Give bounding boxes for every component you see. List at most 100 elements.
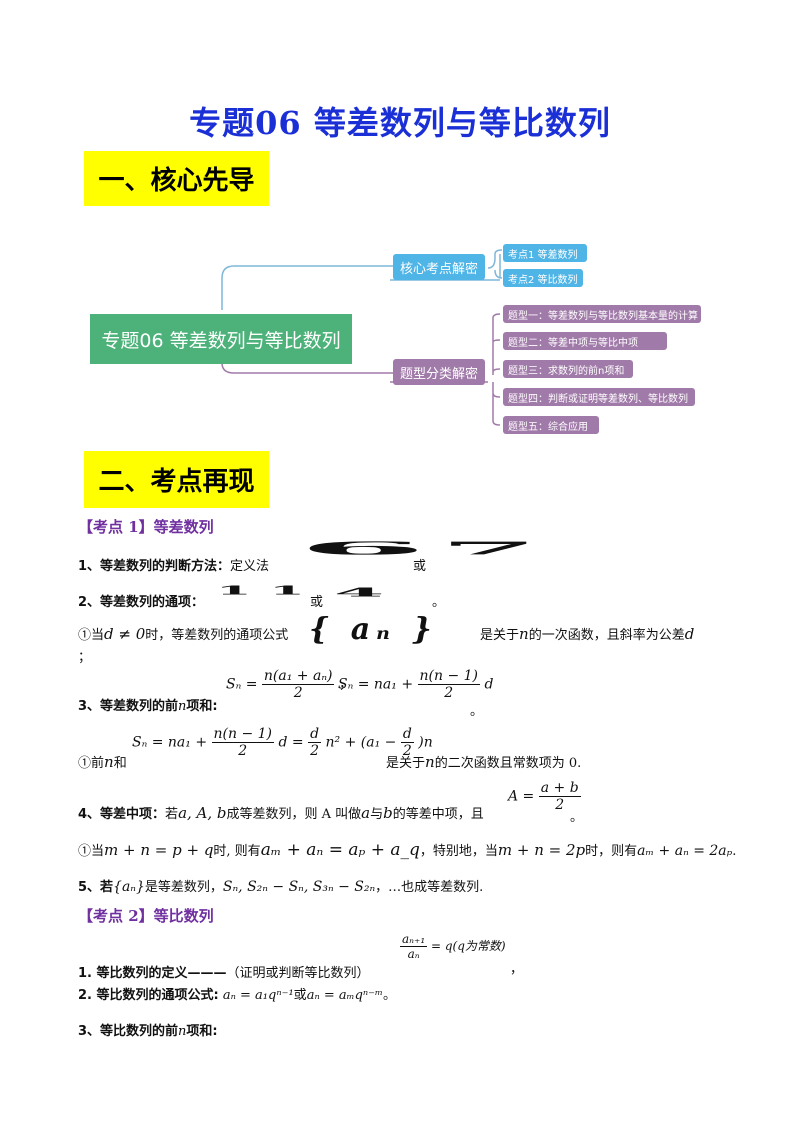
mindmap-leaf-label: 题型一：等差数列与等比数列基本量的计算 [508,310,698,322]
mindmap-branch-types: 题型分类解密 [393,359,485,385]
formula-glyph: 4 [334,585,385,600]
formula-glyph: 6 [298,538,427,559]
text: 时，等差数列的通项公式 [145,628,289,643]
mindmap-leaf: 题型二：等差中项与等比中项 [503,332,667,350]
mindmap-leaf-label: 题型三：求数列的前n项和 [508,365,625,377]
math: d [484,676,494,693]
kp1-item3: 3、等差数列的前n项和: [78,695,218,714]
item-label: 4、等差中项： [78,807,166,822]
text: 的等差中项，且 [392,807,484,822]
mindmap-branch-label: 核心考点解密 [399,261,478,277]
math: n [104,753,114,771]
math: n [425,753,435,771]
kp1-item4: 4、等差中项：若a, A, b成等差数列，则 A 叫做a与b的等差中项，且 [78,803,484,822]
denominator: 2 [238,743,248,759]
text: 若 [165,807,179,822]
item-label: 2. 等比数列的通项公式: [78,988,219,1003]
text: 时, 则有 [213,844,261,859]
section-banner-label: 二、考点再现 [98,467,255,497]
formula-sum2: Sₙ = na₁ + n(n − 1)2 d [338,668,493,701]
text: 是关于 [480,628,520,643]
formula-sum1: Sₙ = n(a₁ + aₙ)2 ， [226,668,353,701]
kp2-item1: 1. 等比数列的定义———（证明或判断等比数列） [78,962,370,981]
kp1-item1: 1、等差数列的判断方法：定义法 [78,555,269,574]
section-banner-review: 二、考点再现 [84,451,269,508]
numerator: aₙ₊₁ [400,932,428,947]
text: 的一次函数，且斜率为公差 [528,628,685,643]
item-label: 2、等差数列的通项： [78,595,205,610]
denominator: 2 [444,685,454,701]
math: = q(q为常数) [431,939,506,953]
numerator: d [400,726,414,743]
kp2-item2: 2. 等比数列的通项公式: aₙ = a₁qⁿ⁻¹或aₙ = aₘqⁿ⁻ᵐ。 [78,984,396,1003]
end-mark: 。 [570,810,584,825]
mindmap-leaf: 题型五：综合应用 [503,416,599,434]
kp1-item5: 5、若{aₙ}是等差数列，Sₙ, S₂ₙ − Sₙ, S₃ₙ − S₂ₙ，…也成… [78,876,483,895]
mindmap-root-label: 专题06 等差数列与等比数列 [101,329,341,352]
math: A = [508,788,535,805]
formula-glyph: 7 [440,538,538,559]
mindmap-leaf-label: 考点1 等差数列 [508,249,578,261]
kp2-heading: 【考点 2】等比数列 [78,907,214,925]
math: m + n = p + q [104,841,214,859]
item-text: 定义法 [230,559,270,574]
math: Sₙ = na₁ + [132,734,208,751]
numerator: d [308,726,322,743]
math: a, A, b [178,804,227,822]
math: aₙ = a₁qⁿ⁻¹ [222,988,294,1003]
math: n [178,1024,187,1039]
mindmap-leaf-label: 考点2 等比数列 [508,274,578,286]
numerator: n(n − 1) [417,668,481,685]
section-banner-core: 一、核心先导 [84,151,269,206]
text: 的二次函数且常数项为 0. [434,756,582,771]
fraction: n(n − 1)2 [211,726,275,759]
page-title: 专题06 等差数列与等比数列 [189,104,611,142]
kp1-note1-tail: 是关于n的一次函数，且斜率为公差d [480,624,694,643]
numerator: n(n − 1) [211,726,275,743]
mindmap-leaf-label: 题型四：判断或证明等差数列、等比数列 [508,393,688,405]
end-mark: 。 [432,595,446,610]
text: 或 [293,988,307,1003]
mindmap-root: 专题06 等差数列与等比数列 [90,314,352,364]
text: ，…也成等差数列. [375,880,484,895]
math: a [361,804,371,822]
text: （证明或判断等比数列） [226,966,370,981]
math: n² + (a₁ − [325,734,397,751]
denominator: aₙ [407,947,420,961]
item-label: 1. 等比数列的定义——— [78,966,227,981]
numerator: n(a₁ + aₙ) [261,668,335,685]
mindmap-branch-label: 题型分类解密 [399,366,478,382]
or-text: 或 [310,595,324,610]
mindmap-leaf: 题型三：求数列的前n项和 [503,360,633,378]
text: 和 [113,756,127,771]
math: )n [418,734,433,751]
text: ①当 [78,628,105,643]
item-label: 项和: [186,1024,218,1039]
text: 与 [370,807,384,822]
math: aₘ + aₙ = 2aₚ [637,843,733,859]
text: 时，则有 [585,844,638,859]
math: d = [278,734,304,751]
formula-glyph: 1 1 [216,583,305,598]
math: Sₙ = na₁ + [338,676,414,693]
text: 成等差数列，则 A 叫做 [226,807,362,822]
kp2-item3: 3、等比数列的前n项和: [78,1020,218,1039]
math: aₘ + aₙ = aₚ + a_q [260,840,420,860]
math: {aₙ} [113,879,145,895]
math: n [178,699,187,714]
kp1-item2: 2、等差数列的通项： [78,591,204,610]
numerator: a + b [538,780,581,797]
end-mark: 。 [470,704,484,719]
formula-seq: { aₙ } [309,612,438,647]
text: ， [338,676,353,693]
mindmap-leaf-label: 题型二：等差中项与等比中项 [508,337,638,349]
or-text: 或 [413,559,427,574]
kp1-note3: ①前n和 [78,752,127,771]
denominator: 2 [310,743,320,759]
item-label: 1、等差数列的判断方法： [78,559,231,574]
item-label: 3、等差数列的前 [78,699,179,714]
